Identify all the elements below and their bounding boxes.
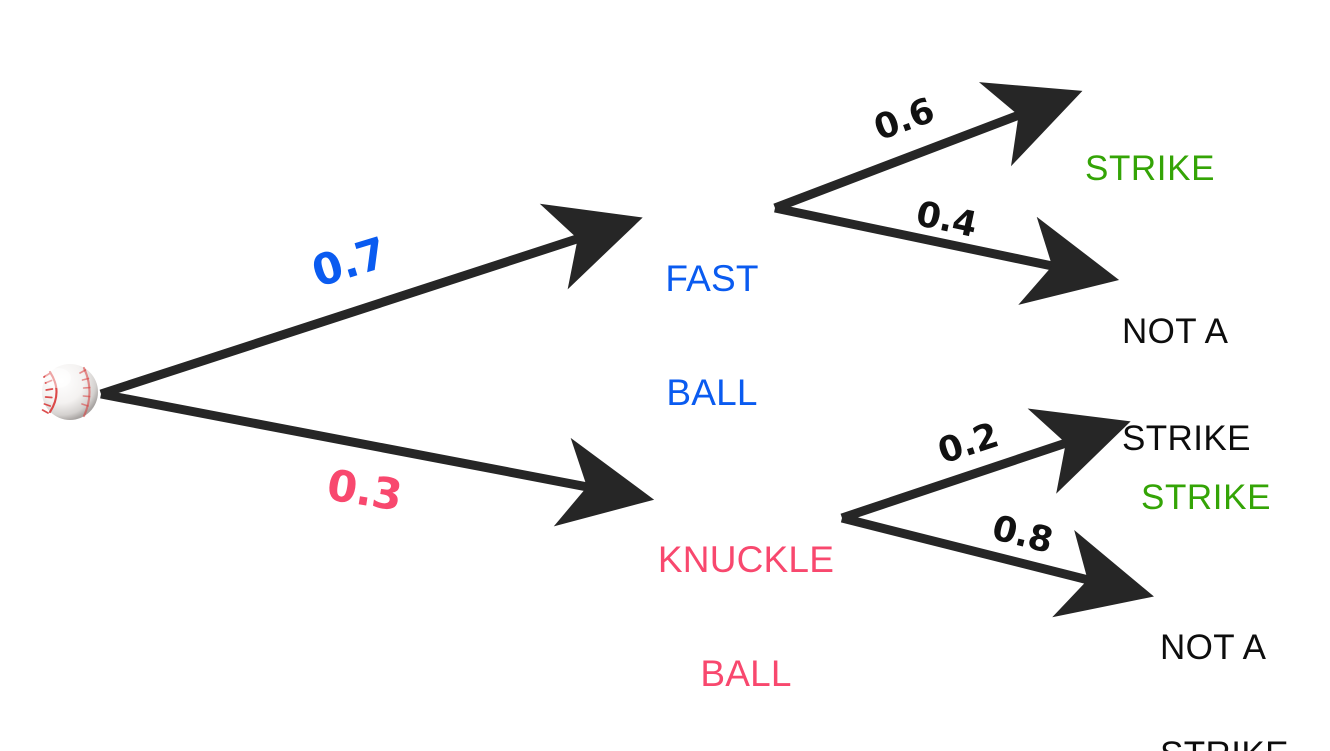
- node-knuckleball-line1: KNUCKLE: [657, 539, 835, 581]
- node-fastball: FAST BALL: [660, 185, 764, 487]
- node-fastball-not-a-strike-line1: NOT A: [1122, 312, 1229, 352]
- node-knuckleball: KNUCKLE BALL: [653, 466, 839, 751]
- node-knuckleball-strike-line1: STRIKE: [1141, 478, 1272, 518]
- branch-fastball-to-not-a-strike: [774, 203, 1120, 305]
- branch-knuckleball-to-not-a-strike: [840, 513, 1154, 618]
- node-fastball-not-a-strike: NOT A STRIKE: [1122, 243, 1272, 529]
- branch-root-to-knuckleball: [100, 389, 655, 527]
- node-fastball-line1: FAST: [665, 258, 759, 300]
- branch-fastball-to-strike: [773, 82, 1083, 213]
- node-knuckleball-not-a-strike-line2: STRIKE: [1160, 737, 1310, 751]
- node-knuckleball-strike: STRIKE: [1141, 409, 1291, 587]
- node-knuckleball-not-a-strike: NOT A STRIKE: [1160, 559, 1310, 751]
- branch-root-to-fastball: [99, 203, 643, 399]
- node-knuckleball-line2: BALL: [700, 652, 792, 694]
- node-knuckleball-not-a-strike-line1: NOT A: [1160, 628, 1267, 668]
- node-fastball-strike-line1: STRIKE: [1085, 149, 1216, 189]
- node-fastball-line2: BALL: [666, 371, 758, 413]
- baseball-icon: [41, 364, 98, 420]
- branch-knuckleball-to-strike: [840, 408, 1131, 523]
- node-fastball-strike: STRIKE: [1085, 80, 1235, 258]
- node-fastball-not-a-strike-line2: STRIKE: [1122, 419, 1251, 459]
